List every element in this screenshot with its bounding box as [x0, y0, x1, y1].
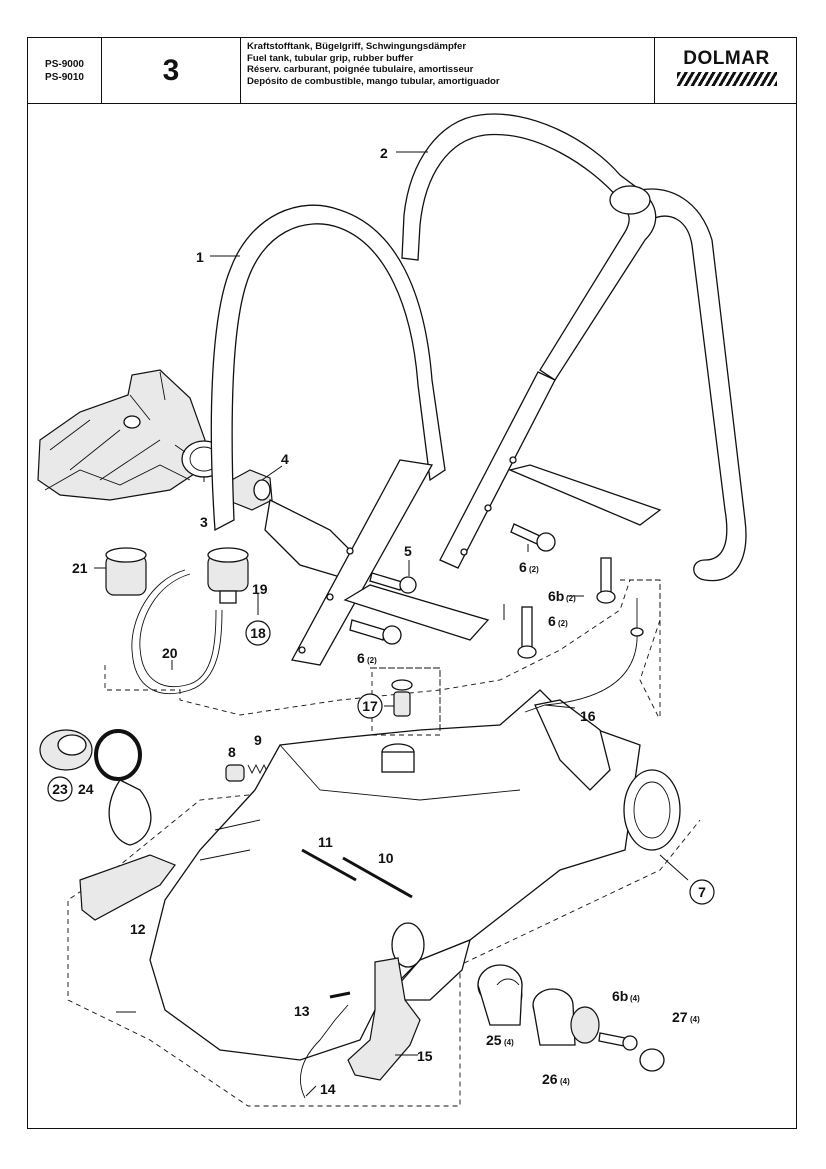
callout-6-left-qty: (2)	[367, 656, 377, 665]
callout-6b-upper-qty: (2)	[566, 594, 576, 603]
o-ring-24	[94, 729, 142, 781]
model-numbers: PS-9000 PS-9010	[28, 38, 102, 103]
callout-25-qty: (4)	[504, 1038, 514, 1047]
callout-6b-lower: 6b	[612, 988, 628, 1004]
rubber-buffer-25	[477, 964, 523, 1026]
callout-25: 25	[486, 1032, 502, 1048]
title-french: Réserv. carburant, poignée tubulaire, am…	[247, 64, 474, 76]
callout-13: 13	[294, 1003, 310, 1019]
callout-15: 15	[417, 1048, 433, 1064]
callout-9: 9	[254, 732, 262, 748]
callout-20: 20	[162, 645, 178, 661]
spring-14	[299, 1004, 349, 1099]
callout-21: 21	[72, 560, 88, 576]
callout-23: 23	[52, 781, 68, 797]
callout-12: 12	[130, 921, 146, 937]
screw-6-right	[510, 523, 556, 552]
handle-bracket	[343, 584, 490, 641]
lever-15	[347, 957, 421, 1081]
callout-19: 19	[252, 581, 268, 597]
tank-cap-23	[39, 729, 93, 771]
circled-callouts: 7 17 18 23	[47, 620, 715, 905]
callout-6-vertical-qty: (2)	[558, 619, 568, 628]
buffer-element-4	[227, 469, 273, 511]
screw-5	[369, 572, 417, 594]
group-outline-filler	[620, 579, 661, 720]
callout-3: 3	[200, 514, 208, 530]
callout-8: 8	[228, 744, 236, 760]
callout-10: 10	[378, 850, 394, 866]
callout-1: 1	[196, 249, 204, 265]
pin-11	[301, 848, 357, 882]
filter-19	[207, 547, 249, 604]
callout-labels: 1 2 3 4 5 6 (2) 6 (2) 6 (2) 6b (2) 6b (4…	[72, 145, 700, 1097]
cap-27	[639, 1048, 665, 1072]
model-number: PS-9000	[45, 58, 84, 70]
callout-6b-upper: 6b	[548, 588, 564, 604]
leader-lines	[94, 151, 689, 1097]
page-title: Kraftstofftank, Bügelgriff, Schwingungsd…	[241, 38, 655, 103]
fuel-tank-housing-7	[149, 689, 681, 1061]
callout-2: 2	[380, 145, 388, 161]
callout-14: 14	[320, 1081, 336, 1097]
callout-11: 11	[318, 834, 333, 850]
tubular-grip-2	[401, 113, 747, 582]
callout-6-left: 6	[357, 650, 365, 666]
trigger-12	[79, 854, 176, 921]
callout-4: 4	[281, 451, 289, 467]
callout-27: 27	[672, 1009, 688, 1025]
fuel-hose-20	[131, 569, 223, 694]
cable-end	[630, 627, 644, 637]
callout-7: 7	[698, 884, 706, 900]
callout-24: 24	[78, 781, 94, 797]
pin-10	[342, 856, 413, 899]
callout-6-right: 6	[519, 559, 527, 575]
buffer-26	[532, 988, 600, 1046]
spring-9	[247, 763, 269, 775]
callout-6b-lower-qty: (4)	[630, 994, 640, 1003]
callout-26: 26	[542, 1071, 558, 1087]
fuel-hose-20-inner	[139, 573, 217, 688]
title-german: Kraftstofftank, Bügelgriff, Schwingungsd…	[247, 41, 467, 52]
retainer-strap	[108, 779, 152, 846]
callout-16: 16	[580, 708, 596, 724]
handle-bracket-2	[507, 464, 662, 526]
screw-6b-lower	[598, 1032, 638, 1051]
tubular-grip-1	[210, 204, 446, 666]
page-number: 3	[102, 38, 241, 103]
callout-18: 18	[250, 625, 266, 641]
brand-logo: DOLMAR	[655, 38, 798, 103]
screw-6-left	[349, 619, 402, 645]
callout-6-vertical: 6	[548, 613, 556, 629]
callout-26-qty: (4)	[560, 1077, 570, 1086]
bushing-8	[225, 764, 245, 782]
screw-6b-vertical	[596, 557, 616, 604]
callout-17: 17	[362, 698, 378, 714]
callout-6-right-qty: (2)	[529, 565, 539, 574]
model-number: PS-9010	[45, 71, 84, 83]
title-spanish: Depósito de combustible, mango tubular, …	[247, 76, 500, 88]
engine-housing-fragment	[37, 369, 206, 501]
callout-5: 5	[404, 543, 412, 559]
title-english: Fuel tank, tubular grip, rubber buffer	[247, 52, 414, 64]
fuel-filter-21	[105, 547, 147, 596]
brand-name: DOLMAR	[683, 48, 770, 69]
logo-stripes	[676, 72, 777, 86]
screw-6-vertical	[517, 606, 537, 659]
title-block: PS-9000 PS-9010 3 Kraftstofftank, Bügelg…	[28, 38, 796, 104]
exploded-diagram: 1 2 3 4 5 6 (2) 6 (2) 6 (2) 6b (2) 6b (4…	[37, 113, 747, 1107]
drawing-sheet: PS-9000 PS-9010 3 Kraftstofftank, Bügelg…	[27, 37, 797, 1129]
callout-27-qty: (4)	[690, 1015, 700, 1024]
cable-16	[524, 598, 638, 713]
pin-13	[329, 991, 351, 999]
